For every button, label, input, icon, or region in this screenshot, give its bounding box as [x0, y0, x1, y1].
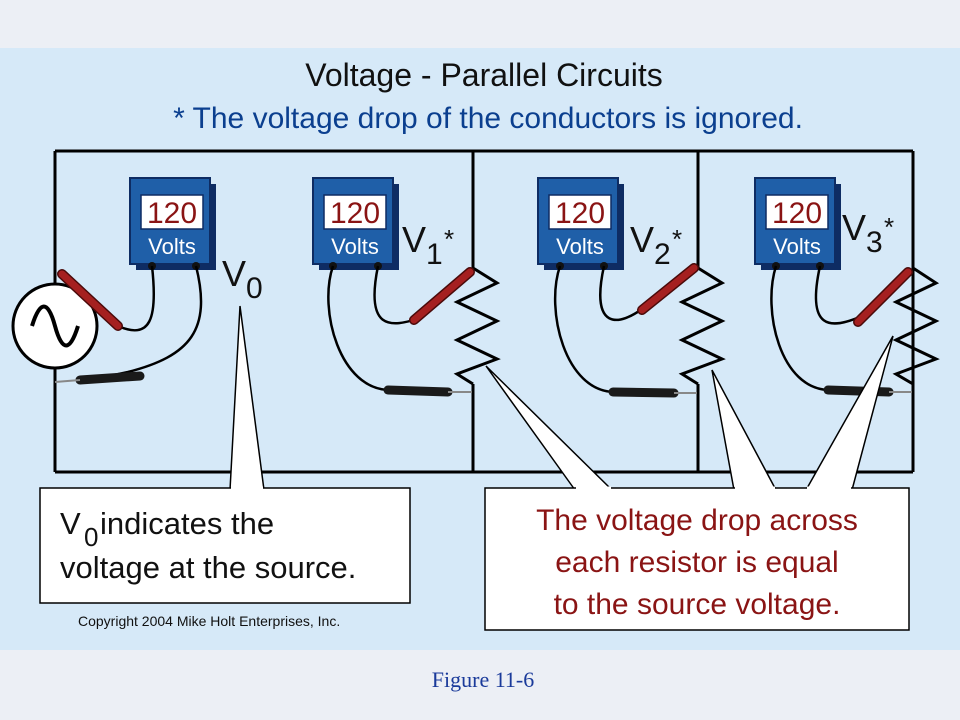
svg-text:indicates the: indicates the: [100, 506, 274, 541]
label-v2: V 2 *: [630, 219, 682, 271]
svg-text:each resistor is equal: each resistor is equal: [555, 546, 838, 579]
meter-unit: Volts: [331, 234, 379, 259]
resistor-r1: [453, 266, 501, 386]
voltmeter-v1: 120 Volts: [312, 177, 399, 270]
probe-black-v1: [383, 385, 472, 397]
voltmeter-v3: 120 Volts: [754, 177, 841, 270]
svg-text:V: V: [402, 219, 426, 260]
svg-text:V: V: [60, 506, 81, 541]
svg-text:0: 0: [246, 272, 263, 305]
probe-red-v1: [409, 267, 475, 325]
meter-unit: Volts: [773, 234, 821, 259]
label-v3: V 3 *: [842, 207, 894, 259]
meter-reading: 120: [555, 197, 605, 230]
svg-text:V: V: [630, 219, 654, 260]
voltmeter-v2: 120 Volts: [537, 177, 624, 270]
voltmeter-v0: 120 Volts: [129, 177, 216, 270]
diagram-subtitle: * The voltage drop of the conductors is …: [173, 102, 803, 135]
ac-sine-icon: [30, 304, 80, 348]
svg-text:0: 0: [84, 522, 98, 552]
meter-unit: Volts: [148, 234, 196, 259]
figure-caption: Figure 11-6: [432, 667, 534, 692]
svg-text:to the source voltage.: to the source voltage.: [554, 588, 841, 621]
probe-black-v0: [54, 371, 145, 385]
svg-text:*: *: [672, 224, 682, 254]
resistor-r3: [892, 266, 940, 386]
svg-text:*: *: [884, 212, 894, 242]
svg-text:V: V: [842, 207, 866, 248]
meter-reading: 120: [147, 197, 197, 230]
probe-red-v3: [853, 267, 913, 327]
meter-reading: 120: [772, 197, 822, 230]
svg-text:2: 2: [654, 238, 671, 271]
probe-red-v0: [57, 269, 123, 331]
probe-black-v2: [608, 387, 697, 398]
meter-reading: 120: [330, 197, 380, 230]
callout-resistors: The voltage drop across each resistor is…: [484, 335, 910, 631]
meter-unit: Volts: [556, 234, 604, 259]
svg-text:voltage at the source.: voltage at the source.: [60, 550, 356, 585]
svg-text:*: *: [444, 224, 454, 254]
probe-red-v2: [637, 263, 699, 315]
label-v0: V 0: [222, 253, 263, 305]
svg-text:The voltage drop across: The voltage drop across: [536, 504, 858, 537]
diagram-title: Voltage - Parallel Circuits: [305, 57, 662, 93]
svg-text:V: V: [222, 253, 246, 294]
callout-source: V 0 indicates the voltage at the source.: [39, 305, 411, 604]
svg-text:1: 1: [426, 238, 443, 271]
resistor-r2: [678, 266, 726, 386]
ac-source: [11, 282, 99, 370]
label-v1: V 1 *: [402, 219, 454, 271]
svg-text:3: 3: [866, 226, 883, 259]
copyright-text: Copyright 2004 Mike Holt Enterprises, In…: [78, 613, 340, 629]
